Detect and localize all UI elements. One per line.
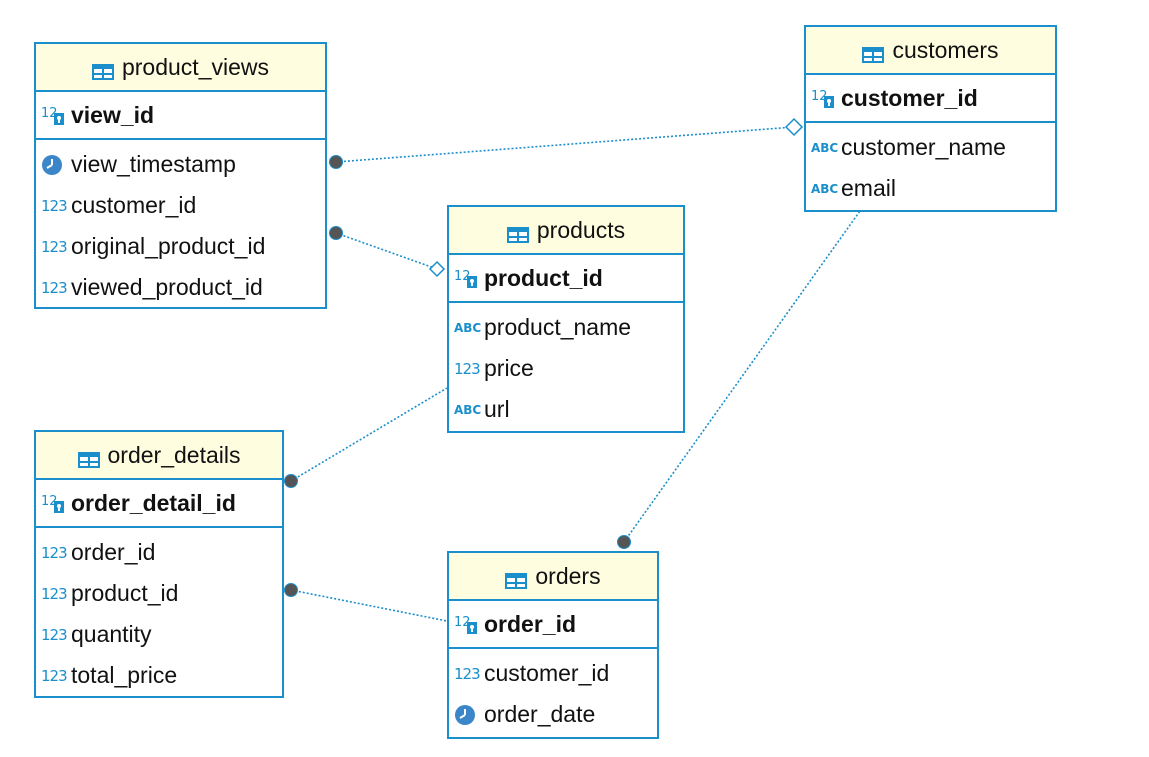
- clock-icon: [454, 704, 484, 726]
- column-label: order_detail_id: [71, 489, 236, 516]
- key-number-icon: 12: [41, 492, 71, 514]
- number-icon: 123: [454, 664, 481, 683]
- column-label: product_name: [484, 314, 632, 340]
- table-name: customers: [892, 36, 999, 63]
- number-icon: 123: [41, 666, 68, 685]
- rel-product_views-products[interactable]: [329, 226, 446, 278]
- pk-column[interactable]: 12 customer_id: [806, 78, 978, 119]
- number-icon: 123: [41, 237, 68, 256]
- column-label: customer_id: [71, 192, 197, 218]
- column-label: order_id: [71, 539, 156, 565]
- column-label: quantity: [71, 621, 152, 647]
- number-icon: 123: [41, 543, 68, 562]
- column-row[interactable]: ABC email: [806, 168, 1055, 209]
- rel-order_details-products[interactable]: [284, 387, 448, 488]
- column-label: order_id: [484, 610, 577, 637]
- number-icon: 123: [454, 359, 481, 378]
- pk-column[interactable]: 12 order_detail_id: [36, 483, 236, 524]
- table-orders[interactable]: orders 12 order_id 123 customer_id order…: [447, 551, 659, 739]
- key-number-icon: 12: [454, 613, 484, 635]
- table-header[interactable]: customers: [806, 27, 1055, 75]
- pk-column[interactable]: 12 order_id: [449, 604, 576, 645]
- text-icon: ABC: [454, 320, 482, 335]
- table-name: product_views: [121, 53, 270, 80]
- column-row[interactable]: ABC product_name: [449, 307, 683, 348]
- column-label: customer_id: [484, 660, 610, 686]
- column-label: url: [484, 396, 510, 422]
- column-row[interactable]: 123 quantity: [36, 614, 282, 655]
- key-number-icon: 12: [811, 87, 841, 109]
- table-name: order_details: [107, 441, 241, 468]
- column-row[interactable]: 123 viewed_product_id: [36, 267, 325, 308]
- column-label: customer_id: [841, 84, 978, 111]
- column-label: original_product_id: [71, 233, 266, 259]
- column-row[interactable]: 123 product_id: [36, 573, 282, 614]
- column-row[interactable]: ABC url: [449, 389, 683, 430]
- pk-column[interactable]: 12 view_id: [36, 95, 154, 136]
- svg-text:12: 12: [41, 494, 58, 509]
- table-header[interactable]: orders: [449, 553, 657, 601]
- text-icon: ABC: [454, 402, 482, 417]
- column-row[interactable]: 123 customer_id: [36, 185, 325, 226]
- svg-text:12: 12: [41, 106, 58, 121]
- clock-icon: [41, 154, 71, 176]
- table-order-details[interactable]: order_details 12 order_detail_id 123 ord…: [34, 430, 284, 698]
- column-label: view_timestamp: [71, 151, 236, 177]
- table-products[interactable]: products 12 product_id ABC product_name …: [447, 205, 685, 433]
- number-icon: 123: [41, 625, 68, 644]
- number-icon: 123: [41, 196, 68, 215]
- text-icon: ABC: [811, 181, 839, 196]
- column-row[interactable]: 123 original_product_id: [36, 226, 325, 267]
- svg-text:12: 12: [454, 615, 471, 630]
- column-label: product_id: [484, 264, 603, 291]
- column-label: email: [841, 175, 896, 201]
- table-name: orders: [535, 562, 601, 589]
- pk-column[interactable]: 12 product_id: [449, 258, 603, 299]
- table-icon: [77, 447, 100, 468]
- column-row[interactable]: 123 order_id: [36, 532, 282, 573]
- column-label: price: [484, 355, 534, 381]
- column-row[interactable]: 123 price: [449, 348, 683, 389]
- table-icon: [506, 222, 529, 243]
- number-icon: 123: [41, 584, 68, 603]
- column-label: order_date: [484, 701, 596, 727]
- text-icon: ABC: [811, 140, 839, 155]
- table-name: products: [536, 216, 626, 243]
- key-number-icon: 12: [454, 267, 484, 289]
- column-row[interactable]: ABC customer_name: [806, 127, 1055, 168]
- table-customers[interactable]: customers 12 customer_id ABC customer_na…: [804, 25, 1057, 212]
- column-label: viewed_product_id: [71, 274, 263, 300]
- rel-order_details-orders[interactable]: [284, 583, 448, 622]
- table-header[interactable]: order_details: [36, 432, 282, 480]
- column-row[interactable]: order_date: [449, 694, 657, 735]
- table-product-views[interactable]: product_views 12 view_id view_timestamp …: [34, 42, 327, 309]
- column-row[interactable]: 123 customer_id: [449, 653, 657, 694]
- column-label: customer_name: [841, 134, 1006, 160]
- table-icon: [91, 59, 114, 80]
- table-header[interactable]: product_views: [36, 44, 325, 92]
- table-header[interactable]: products: [449, 207, 683, 255]
- column-label: product_id: [71, 580, 179, 606]
- key-number-icon: 12: [41, 104, 71, 126]
- table-icon: [862, 42, 885, 63]
- svg-text:12: 12: [811, 89, 828, 104]
- column-row[interactable]: 123 total_price: [36, 655, 282, 696]
- rel-product_views-customers[interactable]: [329, 117, 804, 169]
- column-label: view_id: [71, 101, 155, 128]
- column-row[interactable]: view_timestamp: [36, 144, 325, 185]
- column-label: total_price: [71, 662, 178, 688]
- svg-text:12: 12: [454, 269, 471, 284]
- table-icon: [505, 568, 528, 589]
- number-icon: 123: [41, 278, 68, 297]
